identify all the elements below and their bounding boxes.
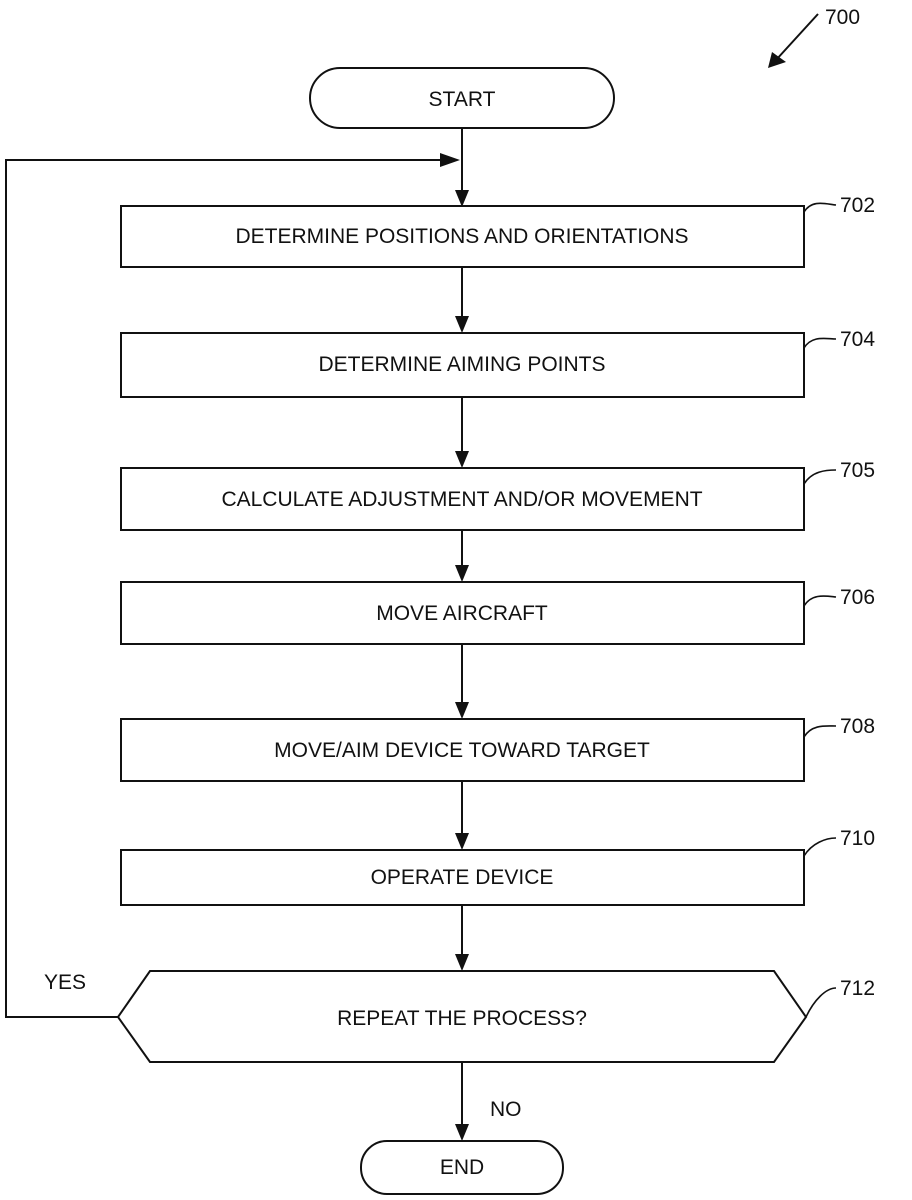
step-704-ref: 704 (840, 328, 875, 351)
decision-712-hexagon (116, 970, 808, 1063)
step-702-ref: 702 (840, 194, 875, 217)
arrowhead-into-705 (455, 451, 469, 468)
step-706-ref: 706 (840, 586, 875, 609)
step-710-leader (803, 837, 837, 857)
step-704-leader (803, 337, 837, 349)
start-label: START (429, 88, 496, 111)
yes-loop-line (5, 159, 440, 1018)
arrowhead-into-702 (455, 190, 469, 207)
arrowhead-into-708 (455, 702, 469, 719)
step-705-box (120, 467, 805, 531)
step-708-label: MOVE/AIM DEVICE TOWARD TARGET (274, 739, 650, 762)
step-705-label: CALCULATE ADJUSTMENT AND/OR MOVEMENT (221, 488, 702, 511)
figure-ref-arrow-line (775, 13, 819, 61)
step-710-label: OPERATE DEVICE (371, 866, 554, 889)
arrowhead-into-704 (455, 316, 469, 333)
decision-712-ref: 712 (840, 977, 875, 1000)
yes-loop-arrowhead (440, 153, 460, 167)
step-705-ref: 705 (840, 459, 875, 482)
arrowhead-into-706 (455, 565, 469, 582)
decision-712-label: REPEAT THE PROCESS? (337, 1007, 587, 1030)
step-706-label: MOVE AIRCRAFT (376, 602, 548, 625)
step-708-ref: 708 (840, 715, 875, 738)
figure-ref-arrowhead (768, 52, 786, 68)
step-704-box (120, 332, 805, 398)
step-702-label: DETERMINE POSITIONS AND ORIENTATIONS (235, 225, 688, 248)
figure-ref-label: 700 (825, 6, 860, 29)
step-704-label: DETERMINE AIMING POINTS (318, 353, 605, 376)
step-706-box (120, 581, 805, 645)
step-702-leader (803, 202, 837, 213)
yes-label: YES (44, 971, 86, 994)
step-708-leader (803, 725, 837, 738)
step-710-box (120, 849, 805, 906)
step-706-leader (803, 595, 837, 607)
end-terminal (360, 1140, 564, 1195)
arrowhead-into-712 (455, 954, 469, 971)
arrowhead-into-end (455, 1124, 469, 1141)
no-label: NO (490, 1098, 522, 1121)
step-705-leader (803, 469, 837, 485)
decision-712-leader (805, 987, 837, 1018)
arrowhead-into-710 (455, 833, 469, 850)
step-702-box (120, 205, 805, 268)
step-710-ref: 710 (840, 827, 875, 850)
end-label: END (440, 1156, 484, 1179)
